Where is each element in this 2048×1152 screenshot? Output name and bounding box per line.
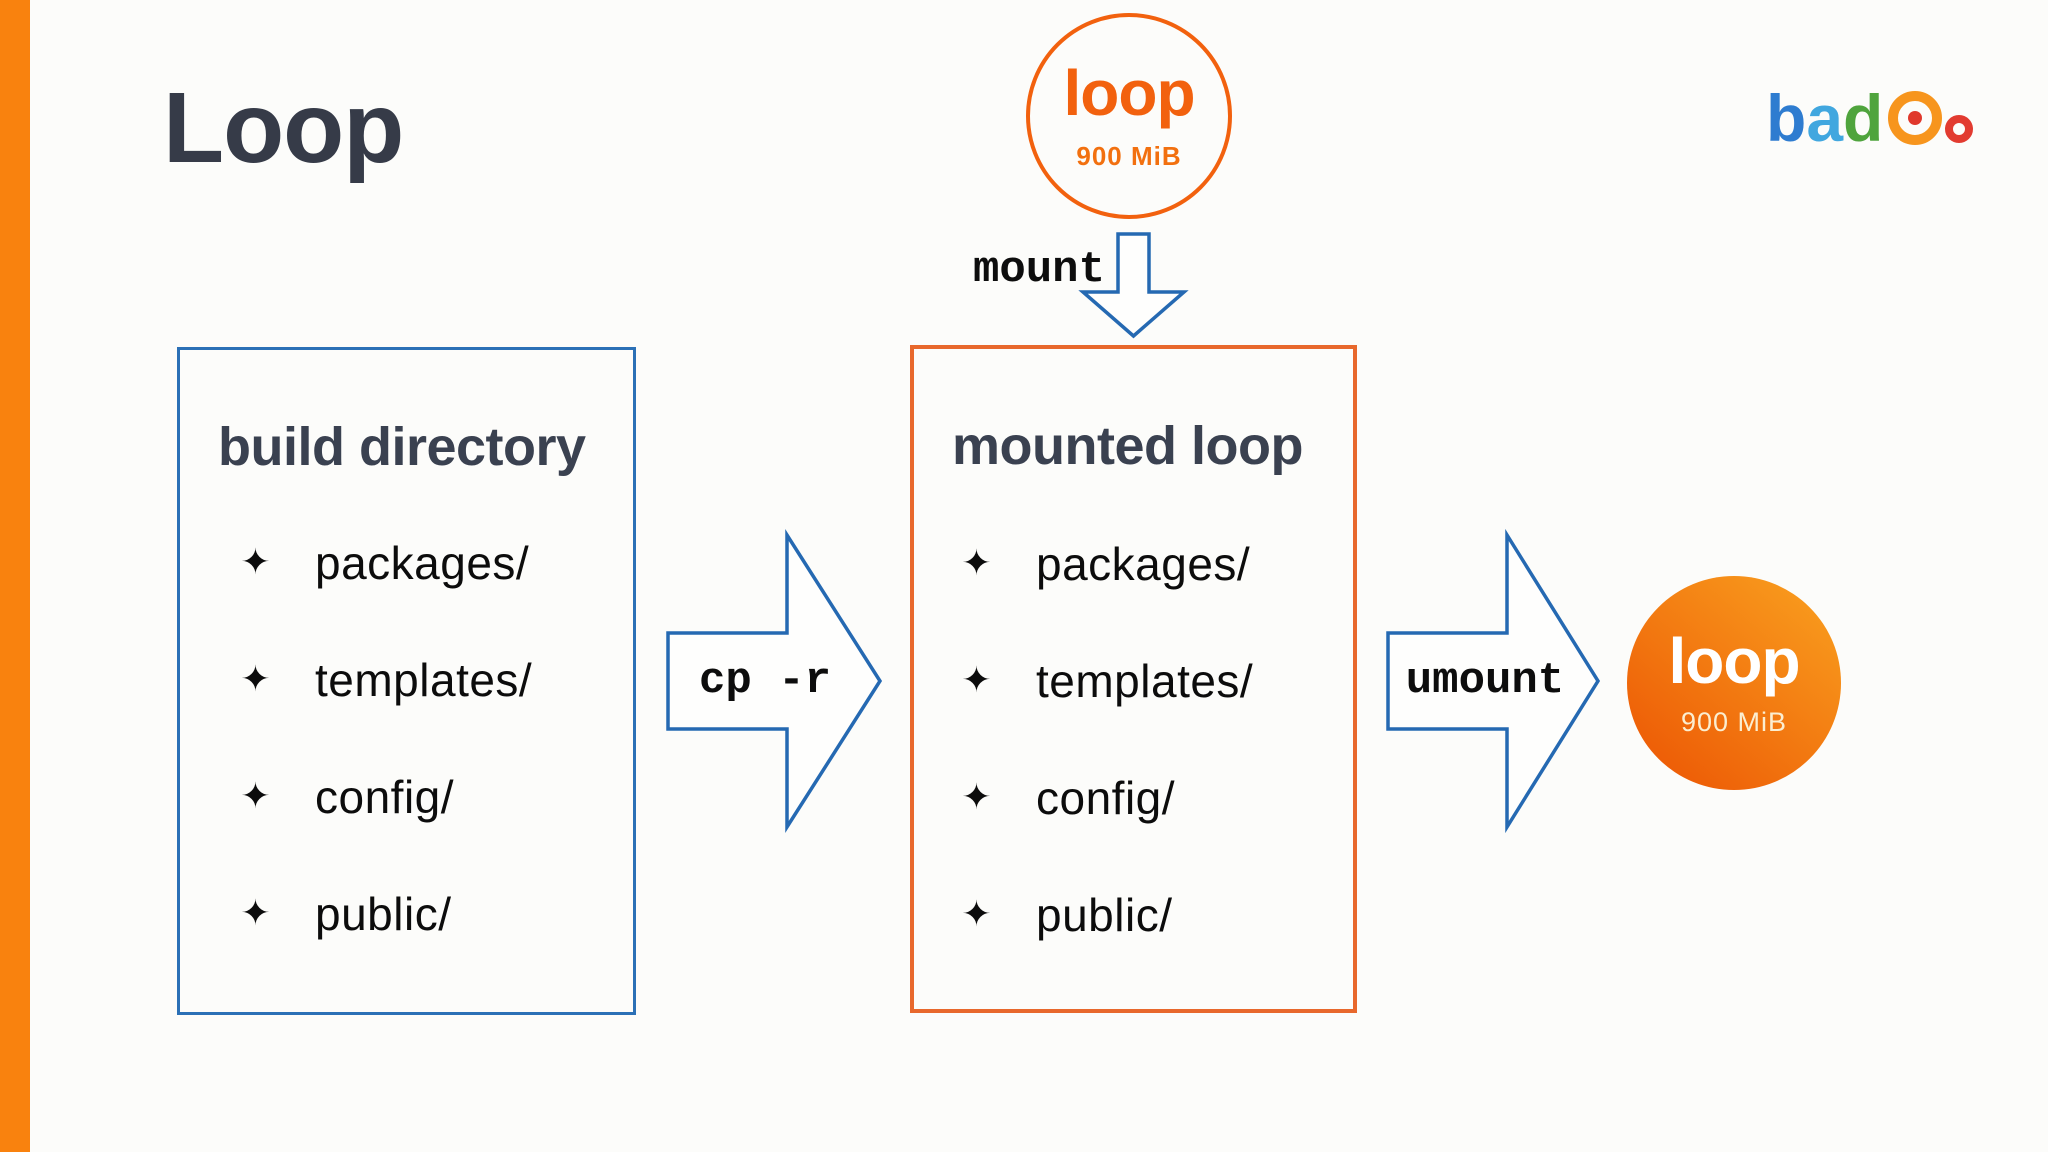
- loop-image-label: loop: [1063, 56, 1195, 129]
- star-bullet-icon: ✦: [240, 542, 271, 583]
- list-item: ✦ templates/: [180, 621, 633, 738]
- list-item: ✦ templates/: [914, 622, 1353, 739]
- star-bullet-icon: ✦: [240, 893, 271, 934]
- mounted-loop-title: mounted loop: [952, 416, 1303, 476]
- logo-letter-d: d: [1843, 81, 1883, 156]
- mounted-loop-list: ✦ packages/ ✦ templates/ ✦ config/ ✦ pub…: [914, 505, 1353, 973]
- star-bullet-icon: ✦: [961, 894, 992, 935]
- list-item-label: templates/: [315, 653, 533, 706]
- star-bullet-icon: ✦: [240, 659, 271, 700]
- umount-command-label: umount: [1405, 656, 1565, 706]
- badoo-logo: b a d: [1766, 80, 1974, 156]
- list-item-label: packages/: [315, 536, 530, 589]
- star-bullet-icon: ✦: [961, 543, 992, 584]
- build-directory-title: build directory: [218, 417, 586, 477]
- star-bullet-icon: ✦: [240, 776, 271, 817]
- mounted-loop-box: mounted loop ✦ packages/ ✦ templates/ ✦ …: [910, 345, 1357, 1013]
- logo-dot-icon: [1908, 111, 1923, 125]
- list-item-label: templates/: [1036, 654, 1254, 707]
- unmounted-loop-label: loop: [1668, 624, 1800, 697]
- list-item-label: public/: [315, 887, 452, 940]
- list-item: ✦ packages/: [914, 505, 1353, 622]
- list-item: ✦ public/: [180, 855, 633, 972]
- list-item-label: config/: [315, 770, 455, 823]
- unmounted-loop-size: 900 MiB: [1680, 706, 1788, 737]
- copy-command-label: cp -r: [698, 656, 832, 706]
- build-directory-list: ✦ packages/ ✦ templates/ ✦ config/ ✦ pub…: [180, 504, 633, 972]
- logo-letter-b: b: [1766, 81, 1806, 156]
- star-bullet-icon: ✦: [961, 660, 992, 701]
- star-bullet-icon: ✦: [961, 777, 992, 818]
- list-item: ✦ packages/: [180, 504, 633, 621]
- mount-command-label: mount: [972, 245, 1105, 295]
- logo-ring-icon: [1888, 91, 1943, 145]
- list-item: ✦ public/: [914, 856, 1353, 973]
- left-accent-bar: [0, 0, 30, 1152]
- loop-image-size: 900 MiB: [1076, 140, 1182, 171]
- logo-letter-a: a: [1806, 81, 1843, 156]
- unmounted-loop-circle: loop 900 MiB: [1627, 576, 1841, 790]
- list-item-label: packages/: [1036, 537, 1251, 590]
- logo-small-o-icon: [1945, 115, 1974, 143]
- list-item: ✦ config/: [180, 738, 633, 855]
- page-title: Loop: [163, 72, 404, 184]
- list-item-label: public/: [1036, 888, 1173, 941]
- list-item: ✦ config/: [914, 739, 1353, 856]
- loop-image-circle: loop 900 MiB: [1026, 13, 1232, 219]
- build-directory-box: build directory ✦ packages/ ✦ templates/…: [177, 347, 636, 1015]
- list-item-label: config/: [1036, 771, 1176, 824]
